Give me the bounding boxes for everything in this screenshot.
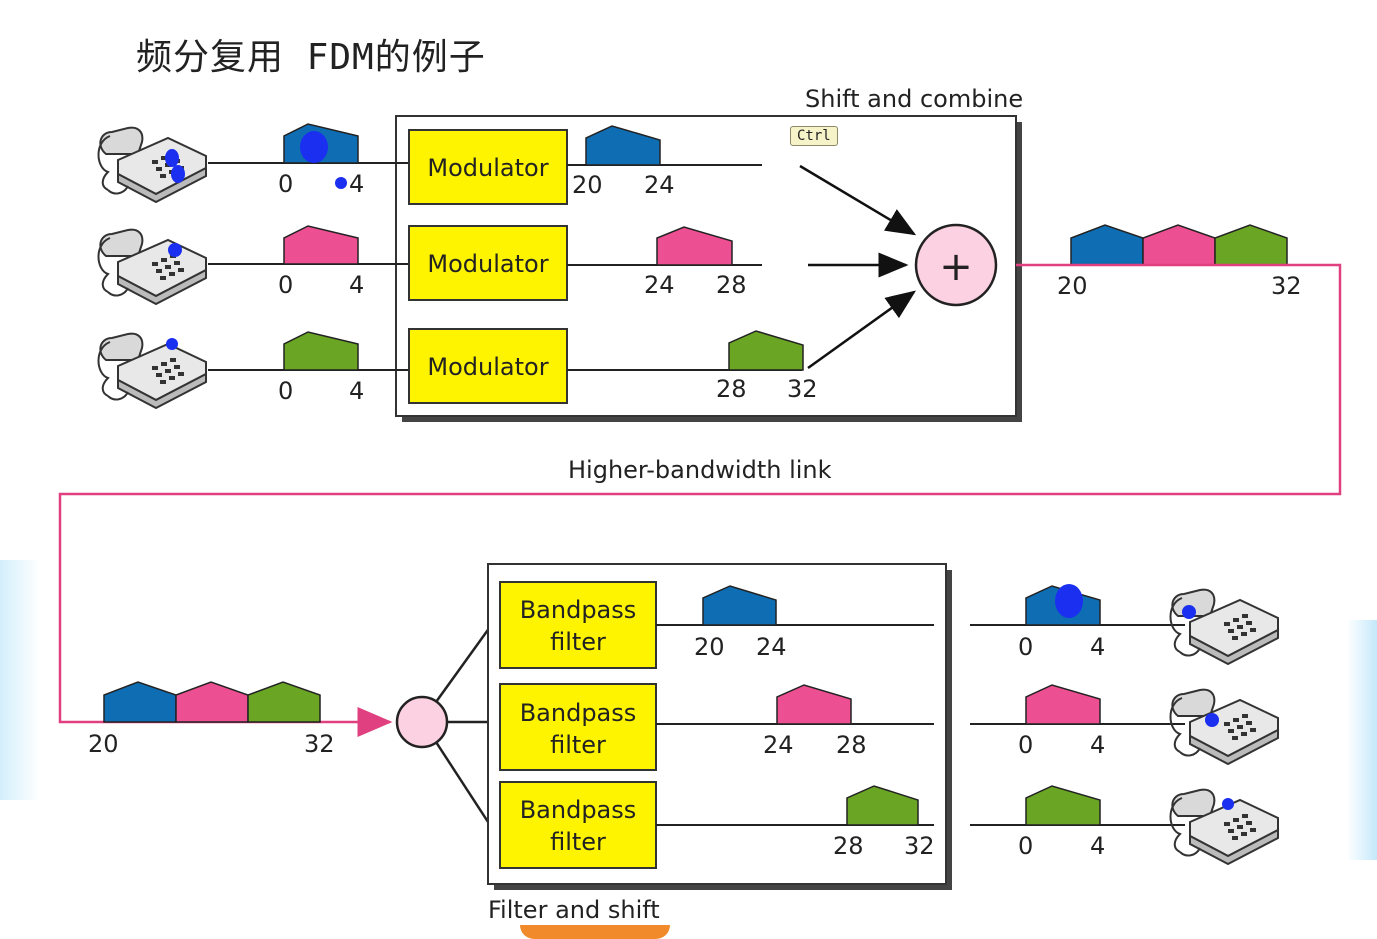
background-glow-right: [1347, 620, 1377, 860]
tick-28: 28: [833, 832, 864, 860]
ctrl-key-hint: Ctrl: [790, 126, 838, 146]
tick-24: 24: [763, 731, 794, 759]
split-line-3: [434, 741, 492, 826]
tick-24: 24: [644, 171, 675, 199]
phone-icon-5: [1169, 688, 1279, 765]
bottom-orange-shape: [520, 925, 670, 939]
shifted-spectrum-green: [728, 330, 804, 371]
tick-32: 32: [304, 730, 335, 758]
phone-icon-2: [97, 228, 207, 305]
tick-24: 24: [756, 633, 787, 661]
bandpass-filter-2: [499, 683, 657, 771]
bandpass-filter-3: [499, 781, 657, 869]
bandpass-label-line1: Bandpass: [520, 596, 637, 624]
tick-4: 4: [349, 271, 364, 299]
tick-4: 4: [349, 170, 364, 198]
tick-0: 0: [1018, 633, 1033, 661]
modulator-box-3: [408, 328, 568, 404]
combined-spectrum-blue: [1070, 224, 1144, 266]
received-spectrum-pink: [175, 681, 249, 723]
modulator-box-1: [408, 129, 568, 205]
tick-32: 32: [787, 375, 818, 403]
phone-icon-4: [1169, 588, 1279, 665]
tick-4: 4: [349, 377, 364, 405]
phone-icon-1: [97, 126, 207, 203]
tick-28: 28: [716, 271, 747, 299]
modulator-label: Modulator: [427, 250, 548, 278]
tick-20: 20: [694, 633, 725, 661]
tick-32: 32: [1271, 272, 1302, 300]
splitter-node: [395, 695, 449, 749]
shift-combine-caption: Shift and combine: [805, 85, 1023, 113]
background-glow-left: [0, 560, 40, 800]
bandpass-label-line2: filter: [550, 731, 606, 759]
modulator-label: Modulator: [427, 154, 548, 182]
phone-icon-3: [97, 332, 207, 409]
tick-24: 24: [644, 271, 675, 299]
combined-spectrum-pink: [1142, 224, 1216, 266]
tick-32: 32: [904, 832, 935, 860]
tick-0: 0: [278, 170, 293, 198]
pen-annotations: [165, 131, 1234, 810]
combined-spectrum-green: [1214, 224, 1288, 266]
page-title: 频分复用 FDM的例子: [136, 37, 486, 78]
output-spectrum-pink: [1025, 684, 1101, 725]
combine-arrow-1: [799, 164, 917, 236]
bandpass-label-line2: filter: [550, 828, 606, 856]
shifted-spectrum-pink: [656, 226, 733, 266]
tick-0: 0: [278, 271, 293, 299]
bandpass-label-line1: Bandpass: [520, 796, 637, 824]
modulator-label: Modulator: [427, 353, 548, 381]
filtered-spectrum-pink: [776, 684, 852, 725]
tick-20: 20: [1057, 272, 1088, 300]
filter-shift-caption: Filter and shift: [488, 896, 660, 924]
combiner-node: [914, 223, 998, 307]
input-spectrum-green: [283, 331, 359, 371]
bandpass-label-line2: filter: [550, 628, 606, 656]
received-spectrum-green: [247, 681, 321, 723]
shifted-spectrum-blue: [585, 125, 661, 166]
tick-0: 0: [1018, 832, 1033, 860]
tick-4: 4: [1090, 731, 1105, 759]
input-spectrum-pink: [283, 225, 359, 265]
combine-arrow-3: [807, 290, 917, 370]
tick-0: 0: [278, 377, 293, 405]
split-line-1: [434, 626, 492, 703]
tick-28: 28: [836, 731, 867, 759]
tick-28: 28: [716, 375, 747, 403]
tick-20: 20: [88, 730, 119, 758]
filtered-spectrum-blue: [702, 585, 777, 626]
tick-4: 4: [1090, 832, 1105, 860]
bandpass-label-line1: Bandpass: [520, 699, 637, 727]
modulator-box-2: [408, 225, 568, 301]
received-spectrum-blue: [103, 681, 177, 723]
tick-4: 4: [1090, 633, 1105, 661]
tick-20: 20: [572, 171, 603, 199]
plus-icon: +: [939, 244, 973, 290]
output-spectrum-green: [1025, 785, 1101, 826]
filtered-spectrum-green: [846, 785, 919, 826]
tick-0: 0: [1018, 731, 1033, 759]
higher-bandwidth-link-label: Higher-bandwidth link: [568, 456, 832, 484]
